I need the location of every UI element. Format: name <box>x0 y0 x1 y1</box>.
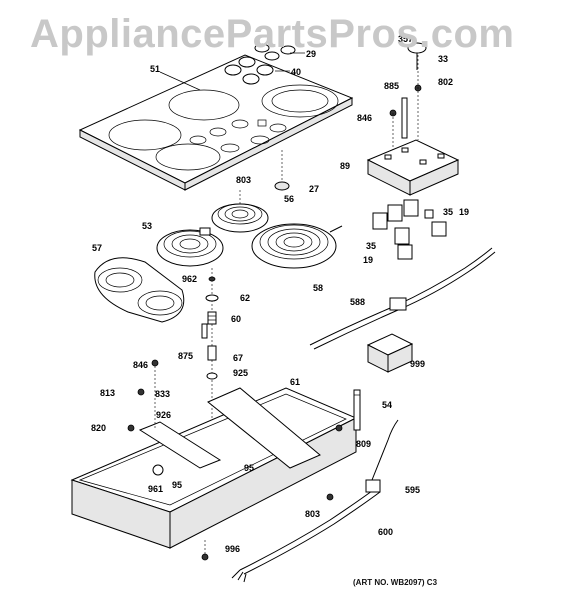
callout-833: 833 <box>155 389 170 399</box>
callout-961: 961 <box>148 484 163 494</box>
callout-357: 357 <box>398 34 413 44</box>
control-knobs <box>224 43 296 85</box>
callout-56: 56 <box>284 194 294 204</box>
callout-51: 51 <box>150 64 160 74</box>
callout-58: 58 <box>313 283 323 293</box>
burner-element-57 <box>94 257 185 323</box>
callout-803a: 803 <box>236 175 251 185</box>
callout-19a: 19 <box>459 207 469 217</box>
callout-809: 809 <box>356 439 371 449</box>
infinite-switches <box>372 199 447 260</box>
callout-27: 27 <box>309 184 319 194</box>
grommet-part <box>274 181 290 191</box>
callout-61: 61 <box>290 377 300 387</box>
callout-813: 813 <box>100 388 115 398</box>
switch-bracket <box>366 139 460 196</box>
callout-labels: 51 29 40 357 33 802 885 846 89 27 803 56… <box>91 34 469 554</box>
callout-67: 67 <box>233 353 243 363</box>
callout-588: 588 <box>350 297 365 307</box>
callout-89: 89 <box>340 161 350 171</box>
art-number-caption: (ART NO. WB2097) C3 <box>353 578 438 587</box>
power-cord <box>231 419 399 583</box>
callout-19b: 19 <box>363 255 373 265</box>
burner-element-56 <box>211 203 269 233</box>
screws <box>127 359 343 561</box>
callout-996: 996 <box>225 544 240 554</box>
cross-brackets <box>138 387 321 469</box>
callout-802: 802 <box>438 77 453 87</box>
callout-62: 62 <box>240 293 250 303</box>
watermark-logo: AppliancePartsPros.com <box>30 12 515 56</box>
burner-element-53 <box>156 227 224 267</box>
callout-820: 820 <box>91 423 106 433</box>
callout-53: 53 <box>142 221 152 231</box>
callout-600: 600 <box>378 527 393 537</box>
callout-95b: 95 <box>172 480 182 490</box>
callout-595: 595 <box>405 485 420 495</box>
hardware-stack <box>201 268 219 420</box>
chassis-box <box>70 387 358 549</box>
callout-40: 40 <box>291 67 301 77</box>
callout-999: 999 <box>410 359 425 369</box>
callout-60: 60 <box>231 314 241 324</box>
callout-33: 33 <box>438 54 448 64</box>
callout-846b: 846 <box>133 360 148 370</box>
callout-35a: 35 <box>443 207 453 217</box>
shaft-parts <box>389 42 427 150</box>
callout-29: 29 <box>306 49 316 59</box>
burner-element-58 <box>251 223 343 269</box>
callout-95a: 95 <box>244 463 254 473</box>
wire-harness-588 <box>309 247 496 350</box>
callout-54: 54 <box>382 400 392 410</box>
callout-57: 57 <box>92 243 102 253</box>
callout-925: 925 <box>233 368 248 378</box>
callout-35b: 35 <box>366 241 376 251</box>
cooktop-glass <box>78 54 354 191</box>
callout-846a: 846 <box>357 113 372 123</box>
callout-803b: 803 <box>305 509 320 519</box>
parts-box-999 <box>366 333 414 373</box>
callout-962: 962 <box>182 274 197 284</box>
callout-885: 885 <box>384 81 399 91</box>
bracket-54 <box>353 389 361 431</box>
callout-875: 875 <box>178 351 193 361</box>
callout-926: 926 <box>156 410 171 420</box>
